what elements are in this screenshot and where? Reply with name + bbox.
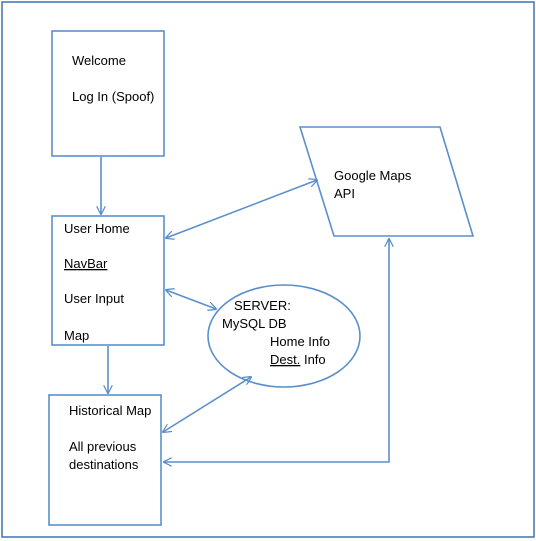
historical-map-label: Historical Map (69, 403, 151, 418)
navbar-label: NavBar (64, 256, 108, 271)
dest-info-label: Dest. Info (270, 352, 326, 367)
all-previous-label: All previous (69, 439, 137, 454)
mysql-db-label: MySQL DB (222, 316, 287, 331)
dest-info-label-abbrev: Dest. (270, 352, 300, 367)
welcome-label: Welcome (72, 53, 126, 68)
map-label: Map (64, 328, 89, 343)
user-home-box (51, 215, 165, 346)
api-label: API (334, 186, 355, 201)
welcome-box (51, 30, 165, 157)
home-info-label: Home Info (270, 334, 330, 349)
arrow-user-home-to-google-maps (166, 180, 317, 238)
historical-map-box (48, 394, 162, 526)
login-label: Log In (Spoof) (72, 89, 154, 104)
google-maps-api-shape (298, 126, 475, 237)
user-input-label: User Input (64, 291, 124, 306)
dest-info-label-rest: Info (300, 352, 325, 367)
arrow-user-home-to-server (166, 290, 216, 309)
destinations-label: destinations (69, 457, 139, 472)
arrow-historical-map-to-google-maps (164, 239, 389, 462)
arrow-historical-map-to-server (163, 377, 251, 432)
server-label: SERVER: (234, 298, 291, 313)
google-maps-label: Google Maps (334, 168, 412, 183)
user-home-label: User Home (64, 221, 130, 236)
